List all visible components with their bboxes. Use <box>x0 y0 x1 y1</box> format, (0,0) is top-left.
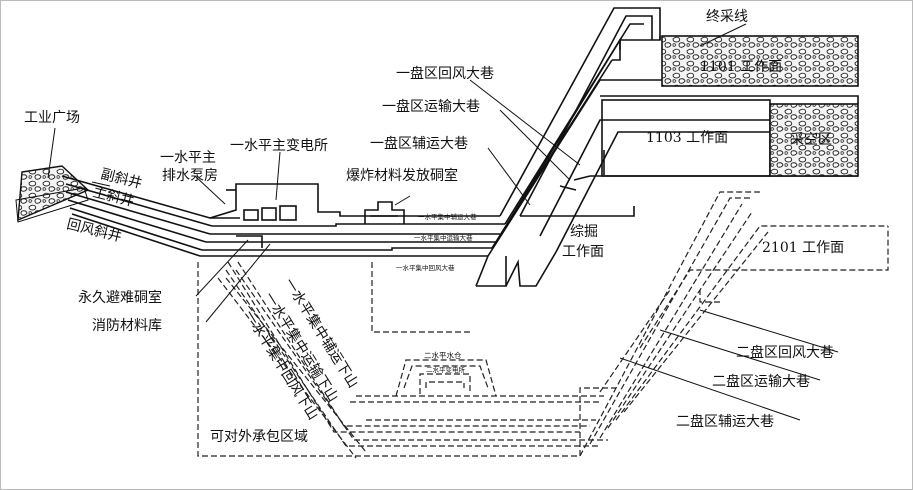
label-level1-aux-roadway: 一水平集中辅运大巷 <box>418 212 477 221</box>
label-refuge-chamber: 永久避难硐室 <box>78 289 162 306</box>
label-main-substation: 一水平主变电所 <box>230 138 328 154</box>
label-level1-transport-roadway: 一水平集中运输大巷 <box>414 233 473 242</box>
label-explosive-chamber: 爆炸材料发放硐室 <box>346 167 458 184</box>
label-fully-mech-face-line2: 工作面 <box>562 244 604 260</box>
label-level2-substation: 二水平变电所 <box>426 365 466 374</box>
label-fully-mech-face-line1: 综掘 <box>570 224 598 240</box>
industrial-square-block <box>15 165 90 223</box>
leader-lines <box>47 23 839 421</box>
down-roadways <box>217 261 608 459</box>
label-face-2101: 2101 工作面 <box>762 240 844 256</box>
label-goaf: 采空区 <box>790 132 832 148</box>
label-stop-line: 终采线 <box>706 9 748 25</box>
label-panel2-transport: 二盘区运输大巷 <box>712 373 810 390</box>
label-pump-room-line2: 排水泵房 <box>162 168 218 184</box>
panel2-roadways <box>579 191 889 457</box>
level1-roadways <box>200 183 635 257</box>
chambers <box>226 189 405 248</box>
label-panel1-aux: 一盘区辅运大巷 <box>370 135 468 152</box>
label-panel1-return: 一盘区回风大巷 <box>396 65 494 82</box>
label-face-1103: 1103 工作面 <box>646 130 728 146</box>
label-level1-return-roadway: 一水平集中回风大巷 <box>396 263 455 272</box>
label-panel2-return: 二盘区回风大巷 <box>736 344 834 361</box>
label-face-1101: 1101 工作面 <box>700 59 782 75</box>
label-fire-material-store: 消防材料库 <box>92 318 162 334</box>
label-level2-sump: 二水平水仓 <box>424 350 462 360</box>
label-outsource-area: 可对外承包区域 <box>210 429 308 445</box>
outsource-area-outline <box>197 262 616 457</box>
working-faces <box>600 35 859 177</box>
label-pump-room-line1: 一水平主 <box>160 150 216 166</box>
inclined-shafts <box>61 175 240 257</box>
level2-chambers <box>395 359 497 397</box>
label-panel1-transport: 一盘区运输大巷 <box>382 98 480 115</box>
label-industrial-square: 工业广场 <box>24 110 80 126</box>
label-panel2-aux: 二盘区辅运大巷 <box>676 413 774 430</box>
